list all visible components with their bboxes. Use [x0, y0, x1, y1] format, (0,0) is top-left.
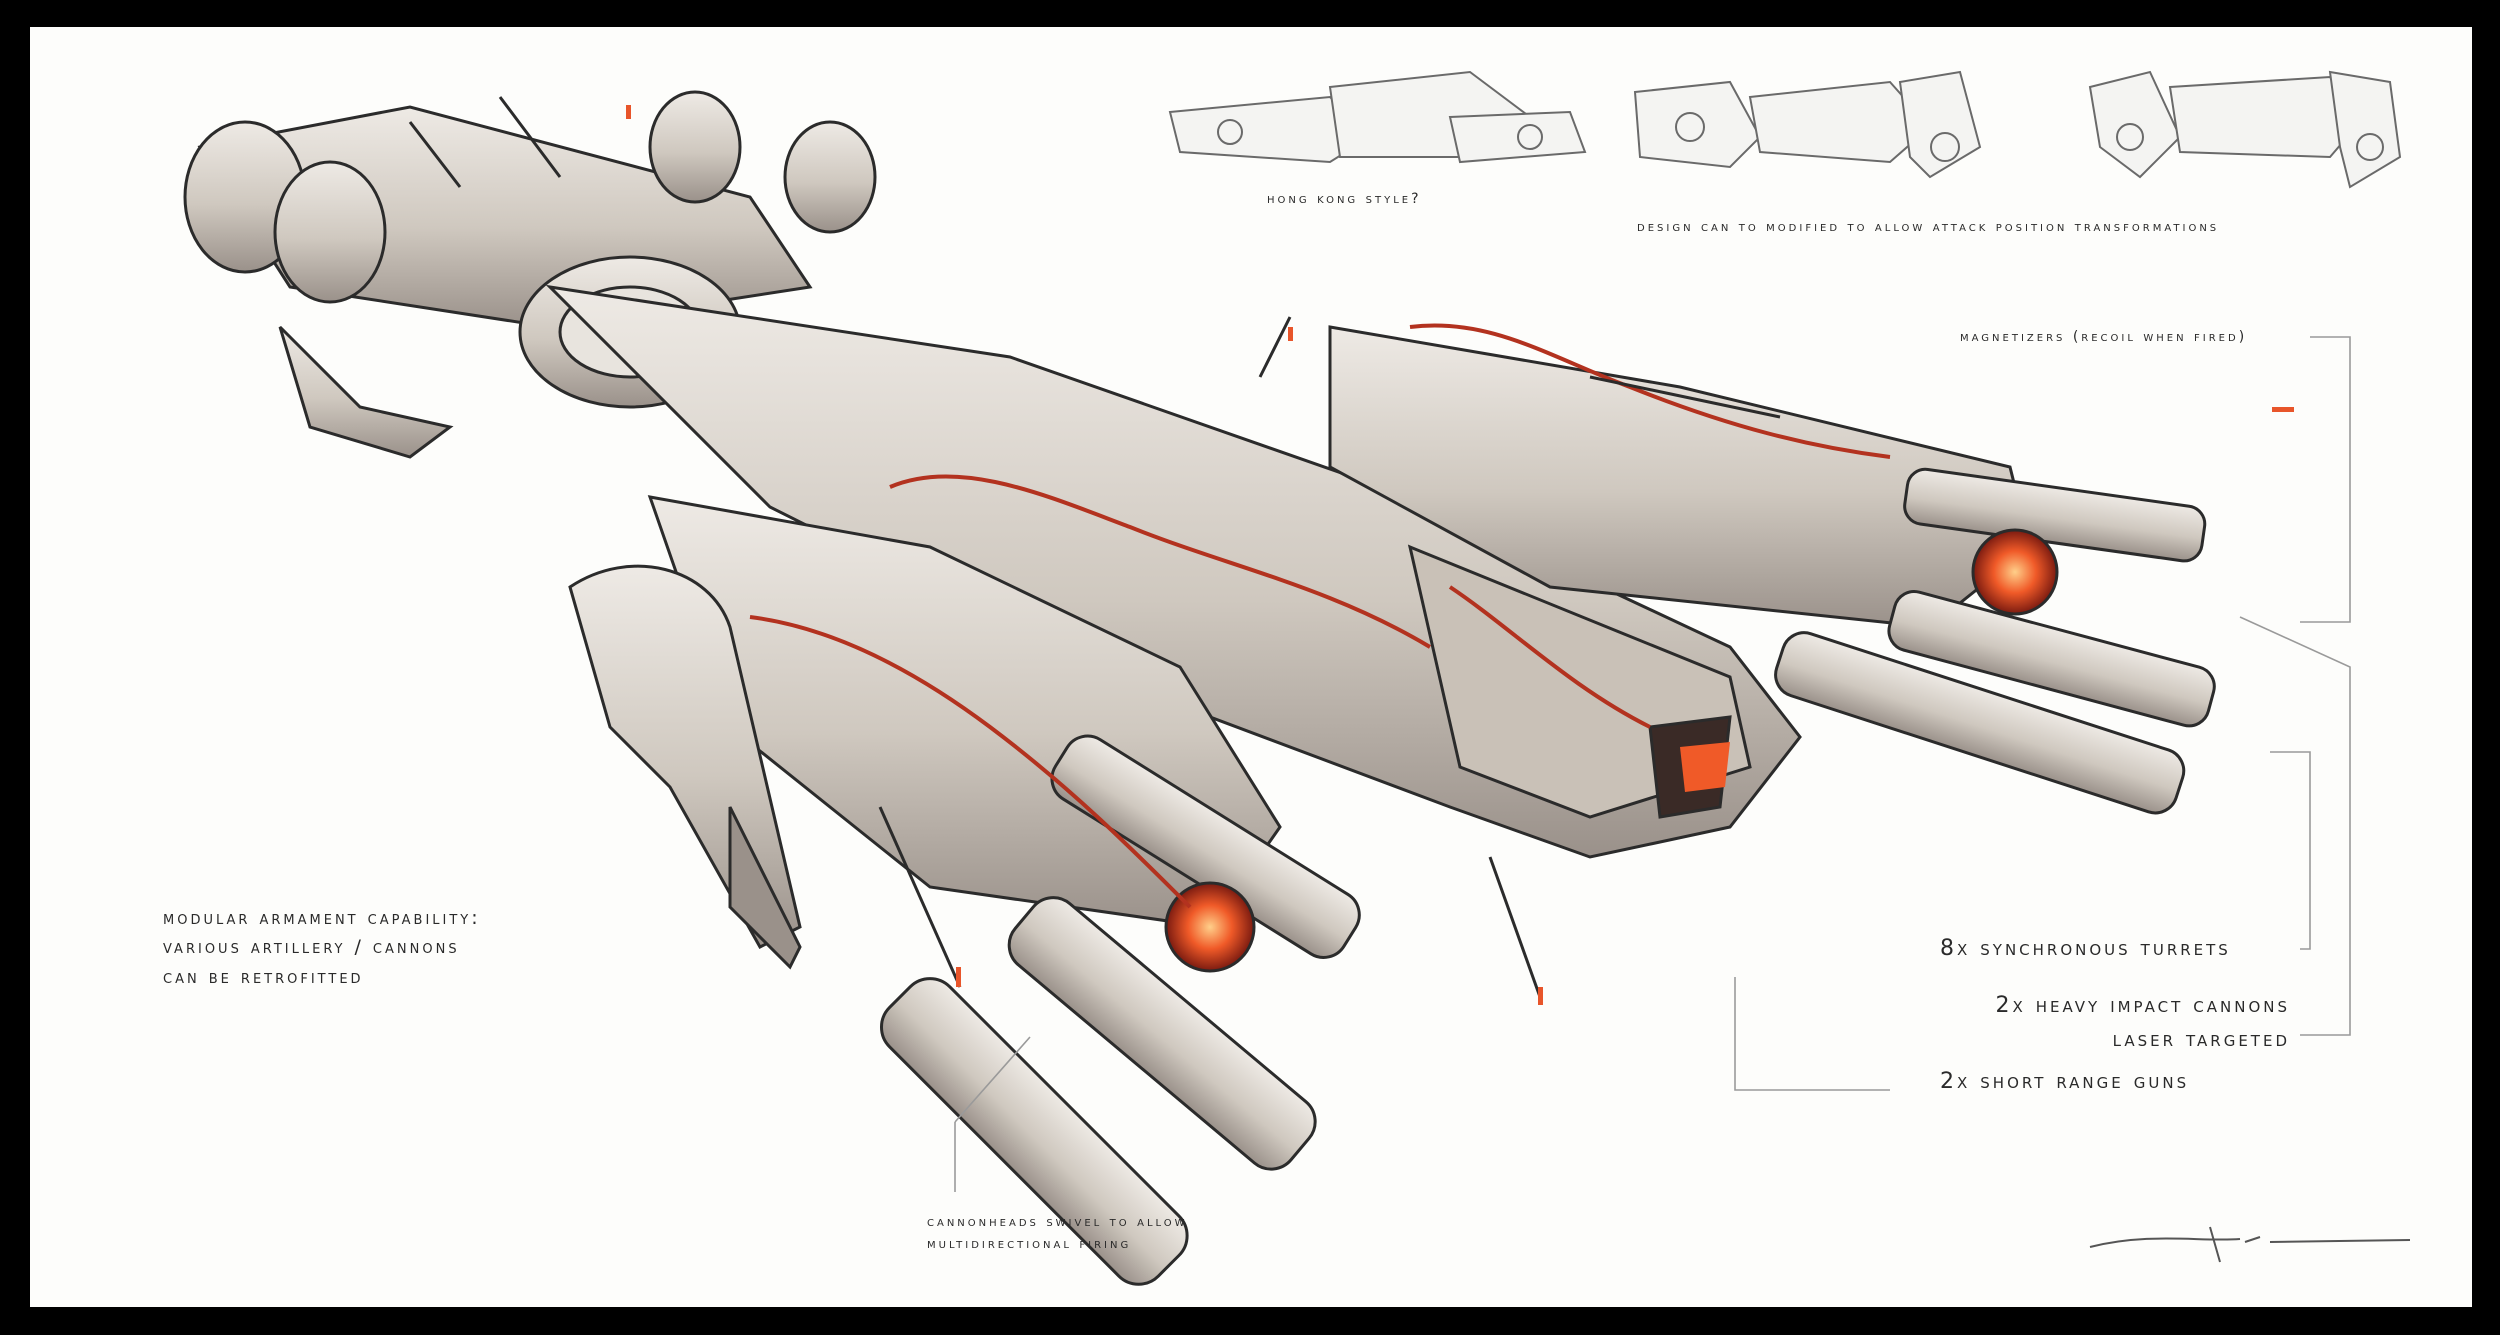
- modular-line-3: CAN BE RETROFITTED: [163, 965, 364, 988]
- artist-signature: [2089, 1226, 2411, 1263]
- cannonheads-line-2: multidirectional firing: [927, 1235, 1132, 1252]
- cannonheads-line-1: Cannonheads swivel to allow: [927, 1214, 1188, 1230]
- side-rotor: [568, 564, 802, 970]
- spaceship-illustration: [183, 70, 2411, 1286]
- heavy-cannons-line-1: 2x Heavy Impact Cannons: [1995, 993, 2290, 1018]
- label-design-modification: DESIGN CAN TO MODIFIED TO ALLOW ATTACK P…: [1637, 219, 2220, 235]
- concept-sheet: HONG KONG STYLE? DESIGN CAN TO MODIFIED …: [30, 27, 2472, 1307]
- label-short-range-guns: 2x Short Range Guns: [1940, 1069, 2190, 1094]
- label-hong-kong-style: HONG KONG STYLE?: [1267, 191, 1422, 207]
- red-conduits: [749, 323, 1891, 909]
- label-synchronous-turrets: 8x Synchronous Turrets: [1940, 936, 2231, 961]
- lower-cannon-pod: [647, 495, 1361, 1286]
- modular-line-1: MODULAR ARMAMENT CAPABILITY:: [163, 907, 481, 929]
- heavy-cannons-line-2: Laser Targeted: [2112, 1027, 2290, 1053]
- label-cannonheads: Cannonheads swivel to allow multidirecti…: [927, 1212, 1188, 1255]
- upper-cannon-pod: [1328, 325, 2216, 815]
- label-magnetizers: MAGNETIZERS (RECOIL WHEN FIRED): [1960, 329, 2248, 345]
- thumbnail-sketches: [1168, 70, 2402, 189]
- antennas: [408, 96, 1781, 998]
- antenna-tips: [626, 105, 2294, 1005]
- label-modular-armament: MODULAR ARMAMENT CAPABILITY: VARIOUS ART…: [163, 904, 481, 992]
- main-hull: [545, 284, 1802, 859]
- modular-line-2: VARIOUS ARTILLERY / CANNONS: [163, 936, 460, 959]
- thumbnail-2: [1633, 70, 1982, 179]
- thumbnail-3: [2088, 70, 2402, 189]
- label-heavy-impact-cannons: 2x Heavy Impact Cannons Laser Targeted: [1940, 989, 2290, 1057]
- callout-lines: [954, 336, 2351, 1192]
- thumbnail-1: [1168, 70, 1587, 164]
